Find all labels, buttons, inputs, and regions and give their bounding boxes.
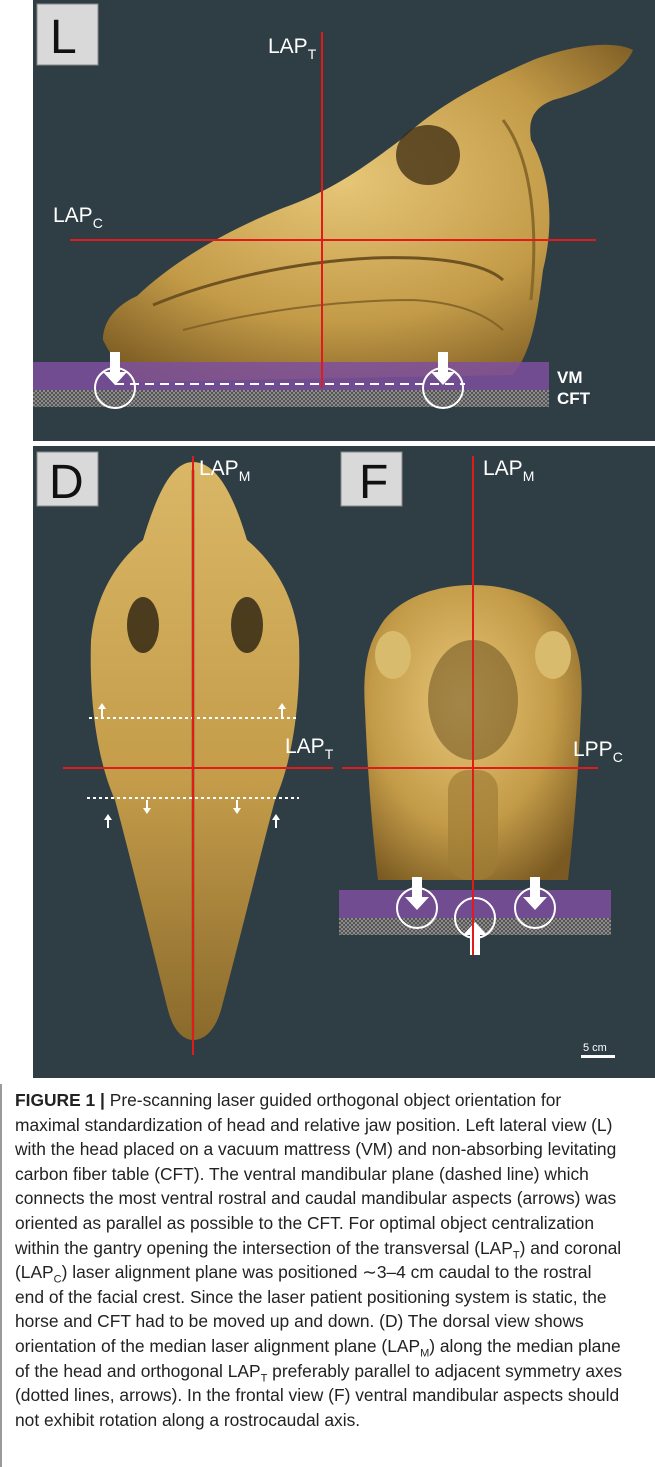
caption-sub-c: C: [54, 1274, 62, 1286]
lateral-orbit: [396, 125, 460, 185]
caption-sub-t: T: [513, 1249, 520, 1261]
panel-lateral-label: L: [50, 11, 77, 64]
vm-label: VM: [557, 368, 583, 387]
dorsal-right-orbit: [231, 597, 263, 653]
cft-label: CFT: [557, 389, 591, 408]
frontal-right-orbit-rim: [535, 631, 571, 679]
figure-image: L LAPT LAPC VM CFT D LAPM LAPT: [33, 0, 655, 1078]
panel-separator: [33, 441, 655, 446]
caption-rule: [0, 1084, 2, 1467]
scale-bar: [581, 1055, 615, 1058]
scale-bar-label: 5 cm: [583, 1042, 607, 1054]
frontal-vacuum-mattress: [339, 890, 611, 918]
panel-dorsal-label: D: [49, 456, 84, 509]
caption-sub-m: M: [420, 1347, 429, 1359]
carbon-fiber-table: [33, 390, 549, 407]
figure-svg: L LAPT LAPC VM CFT D LAPM LAPT: [33, 0, 655, 1078]
dorsal-left-orbit: [127, 597, 159, 653]
figure-caption: FIGURE 1 | Pre-scanning laser guided ort…: [15, 1088, 625, 1432]
panel-lateral: L LAPT LAPC VM CFT: [33, 0, 655, 441]
panel-frontal-label: F: [359, 456, 388, 509]
caption-text-1: Pre-scanning laser guided orthogonal obj…: [15, 1090, 616, 1258]
frontal-left-orbit-rim: [375, 631, 411, 679]
caption-figure-label: FIGURE 1 |: [15, 1090, 105, 1110]
